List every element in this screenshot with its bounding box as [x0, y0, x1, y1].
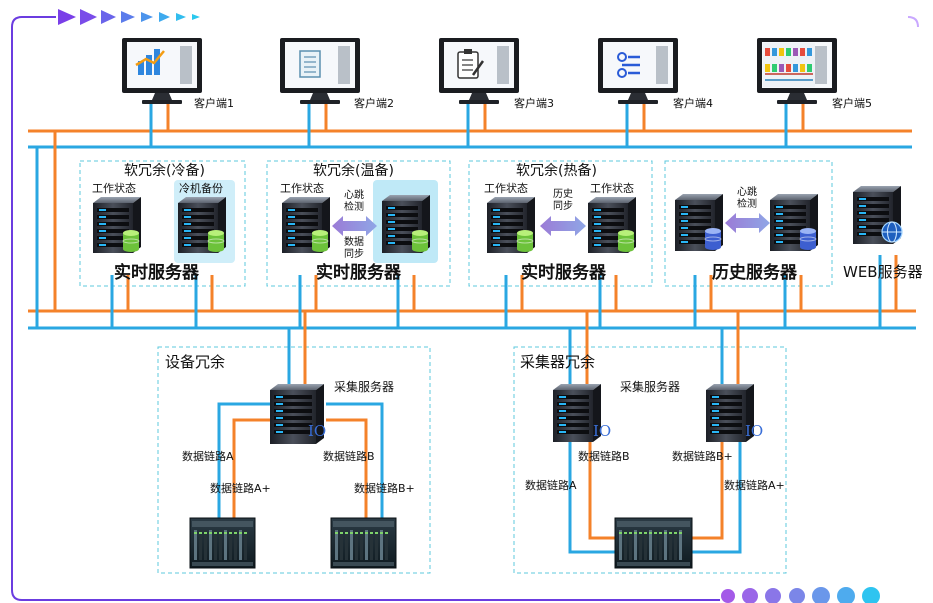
bar-chart-icon [135, 49, 165, 75]
database-icon [207, 230, 225, 252]
warm-left-status: 工作状态 [280, 182, 324, 195]
history-server-1 [675, 194, 723, 251]
collector-redundancy-box [513, 346, 787, 574]
frame-right-corner [907, 16, 919, 28]
client-label-3: 客户端3 [514, 97, 554, 110]
cold-server-label: 实时服务器 [114, 263, 199, 283]
plc-rack-b [330, 517, 397, 569]
warm-double-arrow [332, 216, 377, 236]
collector-collector-label: 采集服务器 [620, 380, 681, 394]
client-label-1: 客户端1 [194, 97, 234, 110]
database-icon [516, 230, 534, 252]
hot-standby-box [468, 160, 653, 287]
hot-double-arrow [540, 216, 586, 236]
web-server-label: WEB服务器 [843, 263, 923, 281]
web-server [853, 186, 903, 244]
cold-standby-box [79, 160, 246, 287]
collector-io-right: IO [745, 422, 764, 440]
client-monitor-1 [122, 38, 202, 104]
hot-server-label: 实时服务器 [521, 263, 606, 283]
plc-rack-a [189, 517, 256, 569]
hot-standby-title: 软冗余(热备) [516, 163, 597, 179]
warm-heartbeat-label: 心跳 检测 [344, 190, 364, 213]
collector-link-a-plus: 数据链路A+ [724, 479, 785, 492]
device-link-b-plus: 数据链路B+ [354, 482, 415, 495]
cold-right-status: 冷机备份 [179, 182, 223, 195]
flow-icon [617, 52, 640, 78]
warm-server-label: 实时服务器 [316, 263, 401, 283]
double-arrows [332, 213, 770, 236]
collector-link-a: 数据链路A [525, 479, 577, 492]
triangle-decoration [58, 9, 200, 25]
device-redundancy-title: 设备冗余 [165, 353, 226, 371]
device-redundancy-box [157, 346, 431, 574]
collector-server-right [706, 384, 754, 442]
device-collector-label: 采集服务器 [334, 380, 395, 394]
history-double-arrow [725, 213, 770, 233]
plc-rack-shared [614, 517, 693, 569]
collector-io-left: IO [593, 422, 612, 440]
hot-left-status: 工作状态 [484, 182, 528, 195]
cold-work-server [93, 197, 141, 253]
cold-backup-server [178, 197, 226, 253]
hot-right-status: 工作状态 [590, 182, 634, 195]
outer-frame [11, 16, 720, 601]
document-icon [299, 50, 321, 78]
device-link-a-plus: 数据链路A+ [210, 482, 271, 495]
database-icon [617, 230, 635, 252]
database-icon [411, 230, 429, 252]
database-icon [311, 230, 329, 252]
process-screen-icon [763, 43, 815, 87]
warm-standby-title: 软冗余(温备) [313, 163, 394, 179]
collector-link-b: 数据链路B [578, 450, 630, 463]
database-icon [799, 228, 817, 250]
group-boxes [79, 160, 833, 574]
client-label-5: 客户端5 [832, 97, 872, 110]
collector-server-left [553, 384, 601, 442]
cold-standby-title: 软冗余(冷备) [124, 163, 205, 179]
database-icon [122, 230, 140, 252]
client-monitor-2 [280, 38, 360, 104]
client-monitor-3 [439, 38, 519, 104]
device-link-b: 数据链路B [323, 450, 375, 463]
database-icon [704, 228, 722, 250]
warm-work-server [282, 197, 330, 253]
dot-decoration [721, 587, 880, 603]
client-label-2: 客户端2 [354, 97, 394, 110]
history-server-2 [770, 194, 818, 251]
device-io-label: IO [308, 422, 327, 440]
warm-standby-box [266, 160, 451, 287]
client-monitor-4 [598, 38, 678, 104]
hot-sync-label: 历史 同步 [553, 189, 573, 212]
cold-left-status: 工作状态 [92, 182, 136, 195]
device-collector-server [270, 384, 324, 444]
history-server-label: 历史服务器 [712, 263, 797, 283]
device-link-a: 数据链路A [182, 450, 234, 463]
client-label-4: 客户端4 [673, 97, 713, 110]
warm-backup-server [382, 195, 430, 253]
warm-sync-label: 数据 同步 [344, 237, 364, 260]
client-monitor-5 [757, 38, 837, 104]
hot-right-server [588, 197, 636, 253]
history-heartbeat-label: 心跳 检测 [737, 187, 757, 210]
history-box [664, 160, 833, 287]
hot-left-server [487, 197, 535, 253]
network-lines [28, 104, 916, 554]
globe-icon [881, 221, 903, 243]
clipboard-icon [457, 49, 485, 79]
collector-link-b-plus: 数据链路B+ [672, 450, 733, 463]
collector-redundancy-title: 采集器冗余 [520, 353, 596, 371]
